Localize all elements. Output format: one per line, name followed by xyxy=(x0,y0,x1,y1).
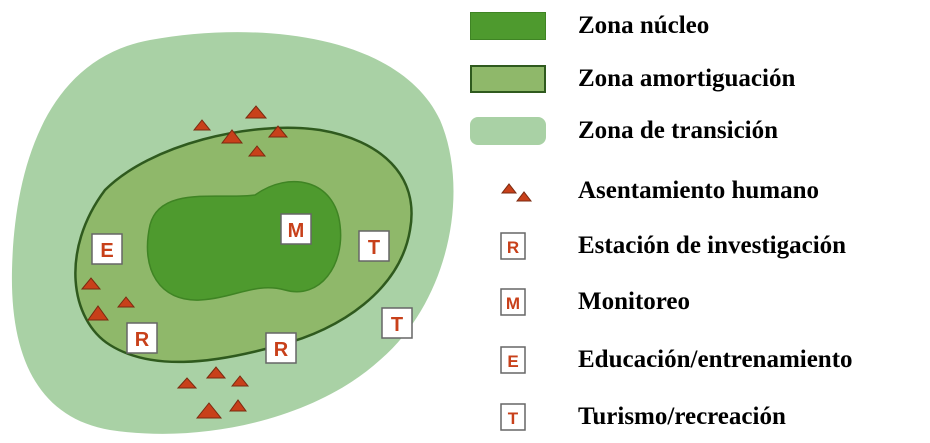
biosphere-reserve-diagram: M E T T R R xyxy=(11,32,454,434)
svg-text:T: T xyxy=(368,237,380,259)
legend-item-monitoring: M Monitoreo xyxy=(470,282,930,322)
settlement-icon xyxy=(500,177,533,205)
settlement-icon xyxy=(205,366,227,379)
core-zone xyxy=(146,180,342,301)
marker-research-transition: R xyxy=(265,332,297,364)
legend-label: Estación de investigación xyxy=(578,232,847,259)
settlement-icon xyxy=(244,105,268,119)
marker-monitoring-core: M xyxy=(280,213,312,245)
svg-text:R: R xyxy=(135,329,150,351)
legend-item-transition: Zona de transición xyxy=(470,111,930,151)
settlement-icon xyxy=(220,129,244,144)
legend-item-tourism: T Turismo/recreación xyxy=(470,397,930,437)
legend-item-buffer: Zona amortiguación xyxy=(470,59,930,99)
buffer-zone-swatch xyxy=(470,65,546,93)
svg-text:T: T xyxy=(508,409,519,428)
core-zone-swatch xyxy=(470,12,546,40)
settlement-icon xyxy=(80,277,102,290)
svg-text:M: M xyxy=(506,294,520,313)
settlement-cluster-left xyxy=(80,277,136,321)
marker-research-buffer: R xyxy=(126,322,158,354)
legend-label: Monitoreo xyxy=(578,288,691,315)
settlement-icon xyxy=(229,399,247,412)
svg-text:R: R xyxy=(507,238,519,257)
marker-education-buffer: E xyxy=(91,233,123,265)
legend-item-research: R Estación de investigación xyxy=(470,226,930,266)
marker-tourism-transition: T xyxy=(381,307,413,339)
legend-item-settlement: Asentamiento humano xyxy=(470,171,930,211)
settlement-icon xyxy=(176,377,198,389)
legend-label: Zona núcleo xyxy=(578,12,710,39)
marker-tourism-buffer: T xyxy=(358,230,390,262)
svg-text:T: T xyxy=(391,314,403,336)
svg-text:E: E xyxy=(507,352,518,371)
tourism-icon: T xyxy=(500,403,526,431)
monitoring-icon: M xyxy=(500,288,526,316)
settlement-icon xyxy=(195,402,223,419)
settlement-icon xyxy=(116,296,136,308)
settlement-icon xyxy=(247,145,267,157)
legend-label: Educación/entrenamiento xyxy=(578,346,853,373)
legend-label: Asentamiento humano xyxy=(578,177,819,204)
legend-label: Zona de transición xyxy=(578,117,779,144)
svg-text:R: R xyxy=(274,339,289,361)
settlement-icon xyxy=(230,375,250,387)
research-station-icon: R xyxy=(500,232,526,260)
legend-item-core: Zona núcleo xyxy=(470,6,930,46)
settlement-icon xyxy=(192,119,212,131)
svg-text:M: M xyxy=(288,220,305,242)
svg-text:E: E xyxy=(100,240,113,262)
transition-zone-swatch xyxy=(470,117,546,145)
legend-label: Turismo/recreación xyxy=(578,403,786,430)
education-icon: E xyxy=(500,346,526,374)
settlement-icon xyxy=(87,305,109,321)
settlement-cluster-bottom xyxy=(176,366,250,419)
settlement-cluster-top xyxy=(192,105,289,157)
settlement-icon xyxy=(267,125,289,138)
legend-label: Zona amortiguación xyxy=(578,65,796,92)
legend-item-education: E Educación/entrenamiento xyxy=(470,340,930,380)
